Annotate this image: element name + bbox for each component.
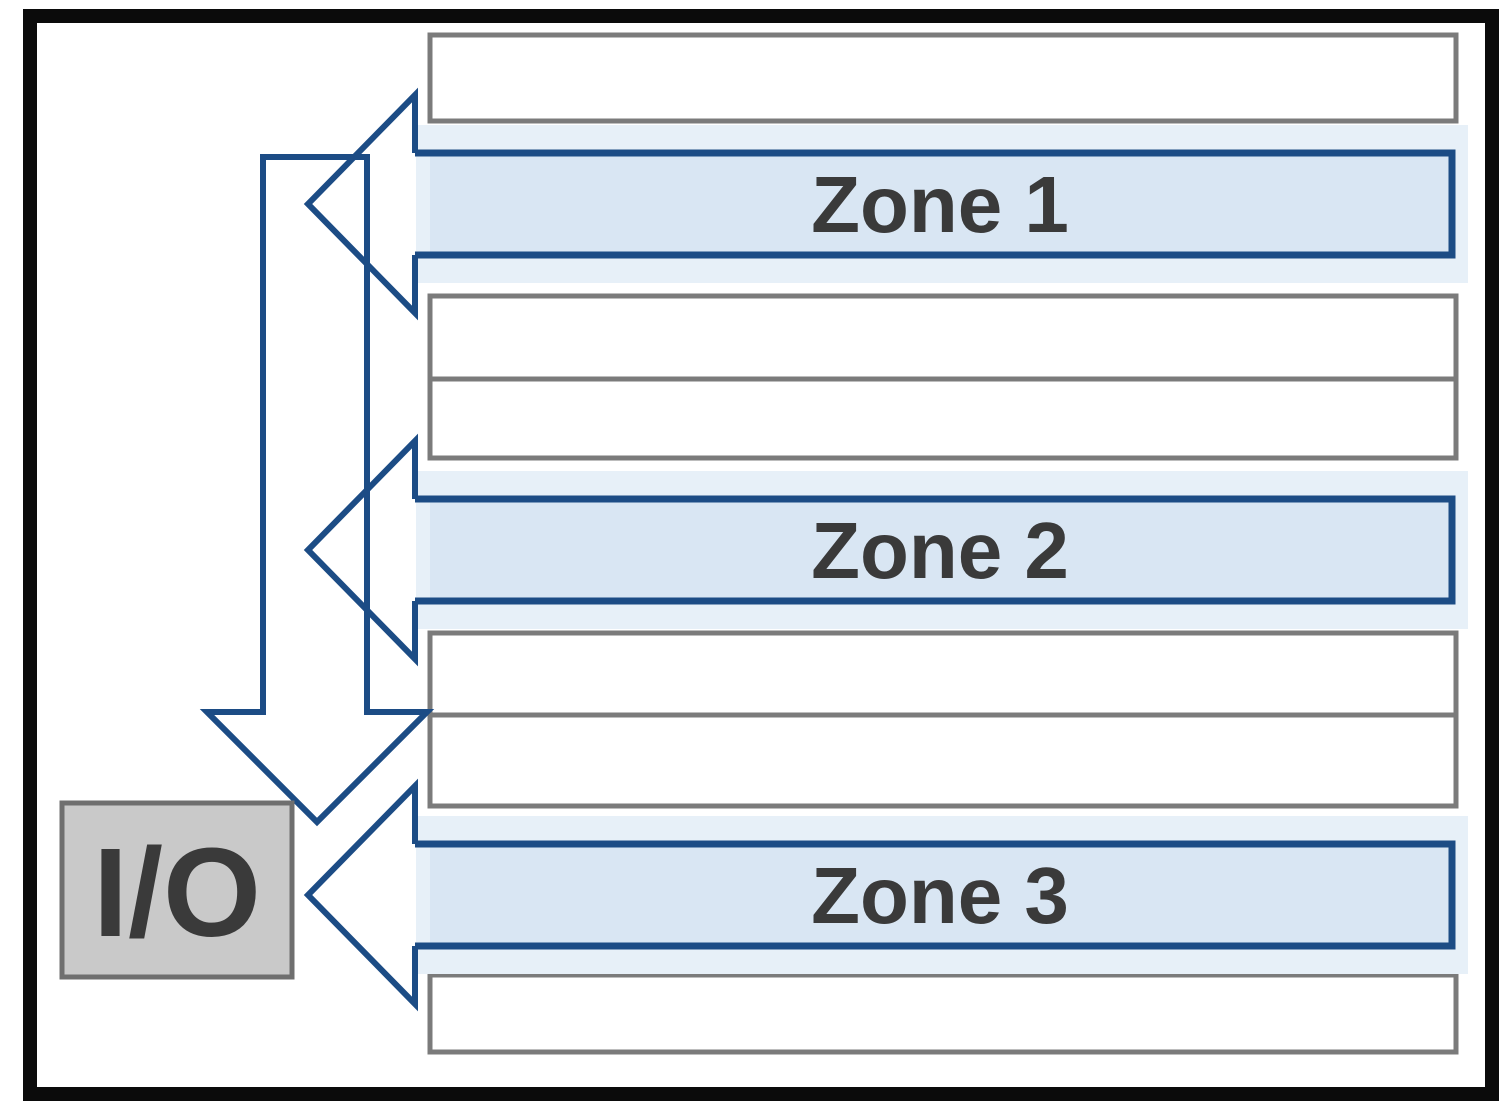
storage-row-4: [427, 630, 1459, 718]
zone-1-shaft-border: [415, 149, 1456, 259]
zone-3-left-arrowhead-icon: [303, 778, 418, 1012]
unlabeled-rows: [427, 32, 1459, 1055]
io-label: I/O: [93, 822, 261, 963]
zone-2-shaft-fill: [430, 502, 1452, 598]
zone-3-shaft-fill: [430, 847, 1452, 943]
zone-2-left-arrowhead-icon: [303, 433, 418, 667]
zone-2-shaft-border: [415, 495, 1456, 605]
storage-row-5: [427, 712, 1459, 809]
diagram-frame: [23, 9, 1499, 1101]
storage-row-1: [427, 32, 1459, 124]
zone-1-label: Zone 1: [811, 160, 1069, 249]
zone-2-label: Zone 2: [811, 506, 1069, 595]
zone-3-row: Zone 3: [303, 778, 1468, 1012]
storage-row-6: [427, 972, 1459, 1055]
io-block: I/O: [59, 800, 295, 980]
storage-row-2: [427, 293, 1459, 382]
zone-3-shaft-border: [415, 840, 1456, 950]
zone-1-left-arrowhead-icon: [303, 87, 418, 321]
zone-3-label: Zone 3: [811, 851, 1069, 940]
storage-row-3: [427, 376, 1459, 461]
zone-2-row: Zone 2: [303, 433, 1468, 667]
zone-1-row: Zone 1: [303, 87, 1468, 321]
zone-1-shaft-fill: [430, 156, 1452, 252]
io-box: [59, 800, 295, 980]
down-arrow-icon: [199, 154, 435, 827]
